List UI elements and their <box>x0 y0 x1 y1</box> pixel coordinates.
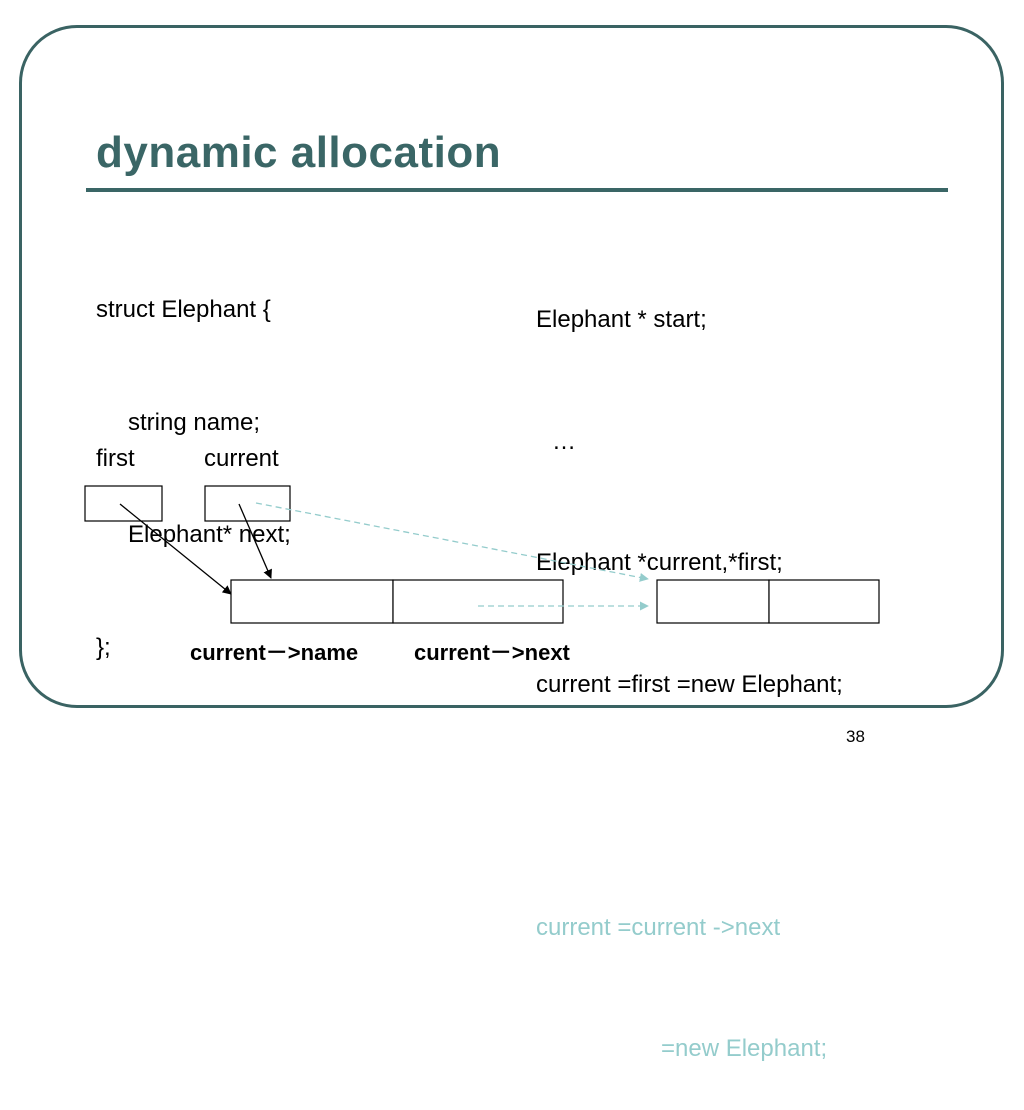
code-highlight-line-1: current =current ->next <box>536 913 781 941</box>
code-line-4: current =first =new Elephant; <box>536 670 843 698</box>
page-number: 38 <box>846 727 865 746</box>
code-line-3: Elephant *current,*first; <box>536 549 783 576</box>
allocation-code: Elephant * start; … Elephant *current,*f… <box>536 219 843 1110</box>
current-pointer-label: current <box>204 445 279 472</box>
slide-frame <box>19 25 1004 708</box>
struct-line-3: Elephant* next; <box>128 521 291 548</box>
first-pointer-label: first <box>96 445 135 472</box>
code-blank-line <box>536 786 843 827</box>
code-highlight-line-2: =new Elephant; <box>661 1035 828 1062</box>
name-field-label: current－>name <box>190 640 359 665</box>
code-line-1: Elephant * start; <box>536 306 707 333</box>
struct-line-2: string name; <box>128 408 261 436</box>
code-line-2: … <box>552 427 576 455</box>
struct-line-1: struct Elephant { <box>96 296 271 323</box>
title-underline <box>86 188 948 192</box>
slide-title: dynamic allocation <box>96 128 502 177</box>
next-field-label: current－>next <box>414 640 570 665</box>
struct-line-4: }; <box>96 633 111 661</box>
